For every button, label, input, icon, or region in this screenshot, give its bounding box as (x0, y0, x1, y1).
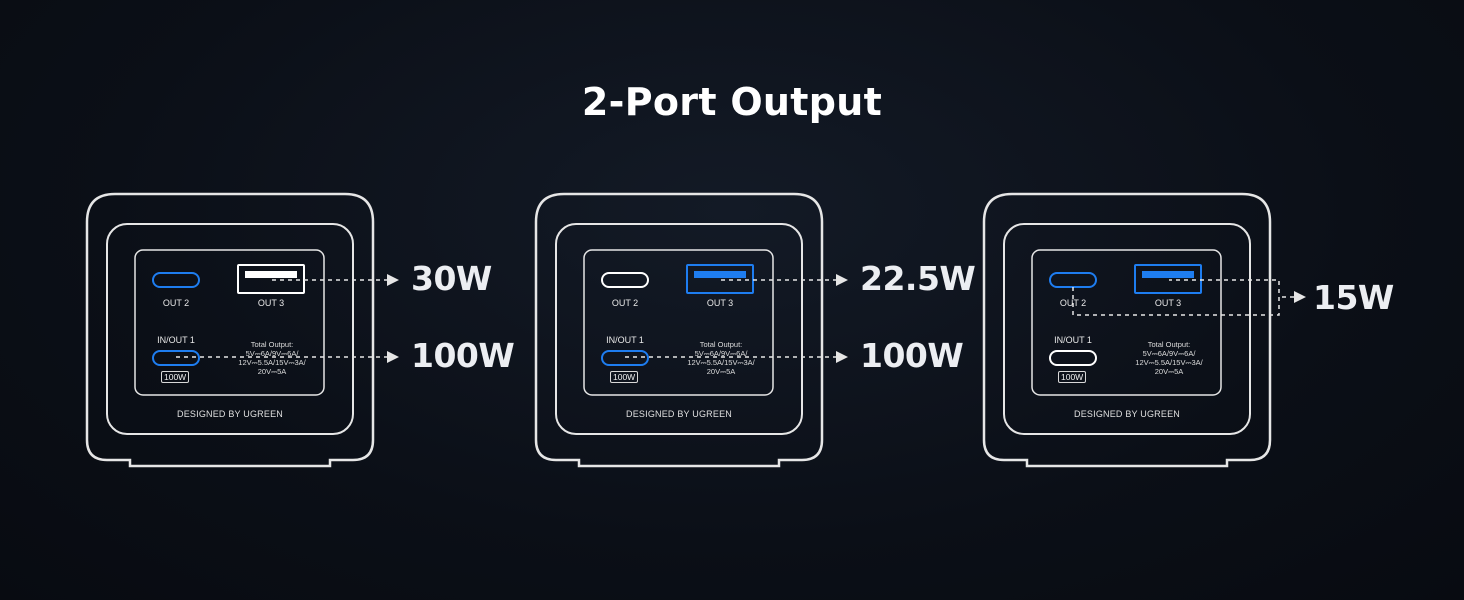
brand-text: DESIGNED BY UGREEN (1074, 409, 1180, 419)
total-output-spec: Total Output: 5V⎓6A/9V⎓6A/ 12V⎓5.5A/15V⎓… (1135, 340, 1203, 376)
output-line-combined (1072, 279, 1280, 316)
port-label-out3: OUT 3 (1154, 298, 1182, 308)
output-watt-combined: 15W (1313, 278, 1394, 317)
usb-c-port-out2 (1049, 272, 1097, 288)
arrow-right-icon (387, 351, 399, 363)
port-label-out2: OUT 2 (162, 298, 190, 308)
arrow-right-icon (836, 274, 848, 286)
charger-device-1: OUT 2 OUT 3 IN/OUT 1 100W Total Output: … (85, 192, 399, 468)
output-watt-inout1: 100W (860, 336, 964, 375)
total-output-spec: Total Output: 5V⎓6A/9V⎓6A/ 12V⎓5.5A/15V⎓… (238, 340, 306, 376)
usb-c-port-out2 (601, 272, 649, 288)
charger-outline (982, 192, 1306, 468)
port-label-inout1: IN/OUT 1 (157, 335, 195, 345)
charger-device-2: OUT 2 OUT 3 IN/OUT 1 100W Total Output: … (534, 192, 848, 468)
usb-c-port-inout1 (152, 350, 200, 366)
arrow-right-icon (1294, 291, 1306, 303)
output-watt-out3: 22.5W (860, 259, 976, 298)
port-label-out2: OUT 2 (1059, 298, 1087, 308)
arrow-right-icon (836, 351, 848, 363)
wattage-badge: 100W (161, 371, 190, 383)
charger-device-3: OUT 2 OUT 3 IN/OUT 1 100W Total Output: … (982, 192, 1306, 468)
usb-a-port-out3 (1134, 264, 1202, 294)
wattage-badge: 100W (1058, 371, 1087, 383)
arrow-right-icon (387, 274, 399, 286)
brand-text: DESIGNED BY UGREEN (626, 409, 732, 419)
brand-text: DESIGNED BY UGREEN (177, 409, 283, 419)
usb-a-port-out3 (237, 264, 305, 294)
page-title: 2-Port Output (581, 80, 883, 124)
usb-c-port-out2 (152, 272, 200, 288)
port-label-inout1: IN/OUT 1 (1054, 335, 1092, 345)
output-watt-out3: 30W (411, 259, 492, 298)
charger-outline (85, 192, 399, 468)
wattage-badge: 100W (610, 371, 639, 383)
usb-a-port-out3 (686, 264, 754, 294)
charger-outline (534, 192, 848, 468)
usb-c-port-inout1 (601, 350, 649, 366)
port-label-out3: OUT 3 (706, 298, 734, 308)
output-watt-inout1: 100W (411, 336, 515, 375)
port-label-inout1: IN/OUT 1 (606, 335, 644, 345)
port-label-out3: OUT 3 (257, 298, 285, 308)
total-output-spec: Total Output: 5V⎓6A/9V⎓6A/ 12V⎓5.5A/15V⎓… (687, 340, 755, 376)
usb-c-port-inout1 (1049, 350, 1097, 366)
port-label-out2: OUT 2 (611, 298, 639, 308)
